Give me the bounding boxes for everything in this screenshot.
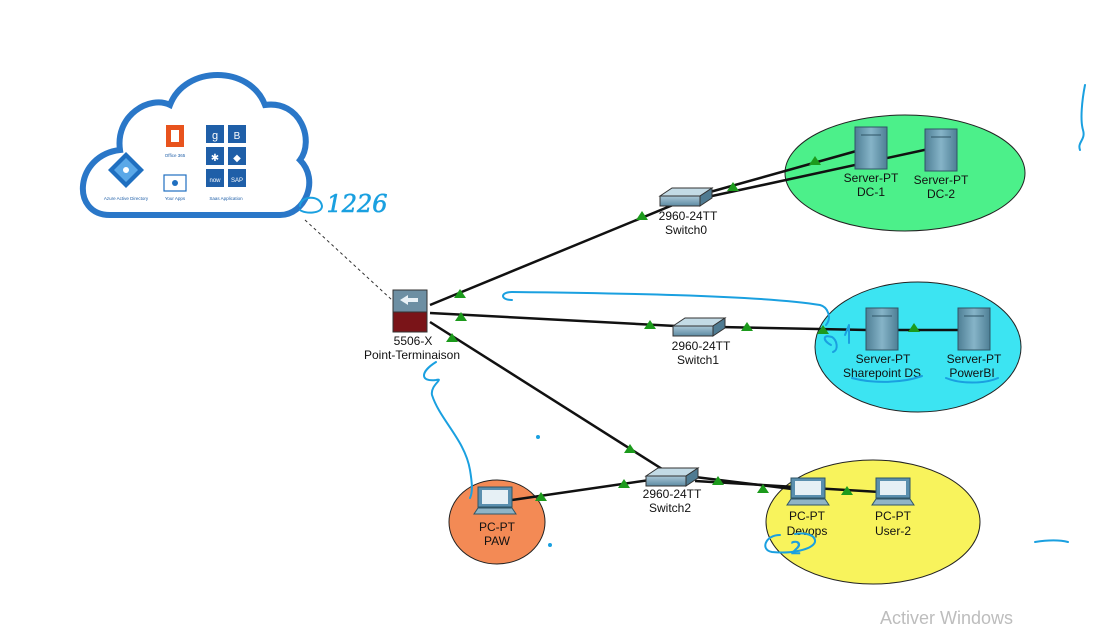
pen-stroke — [423, 361, 473, 499]
switch-icon[interactable] — [671, 317, 727, 337]
pen-annotations: 1226 2 — [299, 84, 1086, 559]
pen-stroke — [764, 532, 817, 554]
sharepoint-name-label: Sharepoint DS — [843, 366, 921, 380]
azure-cloud-icon: Azure Active Directory Office 365 Your A… — [79, 72, 313, 218]
link-paw-switch2 — [511, 478, 651, 502]
link-firewall-switch0 — [429, 198, 686, 307]
link-cloud-firewall — [304, 219, 393, 301]
link-status-indicator — [618, 479, 630, 488]
link-status-indicator — [644, 320, 656, 329]
link-status-indicator — [817, 325, 829, 334]
link-status-indicator — [446, 333, 458, 342]
pen-stroke — [851, 375, 923, 383]
pen-stroke — [299, 196, 323, 214]
dc1-type-label: Server-PT — [844, 171, 899, 185]
your-apps-label: Your Apps — [165, 196, 186, 201]
sharepoint-type-label: Server-PT — [856, 352, 911, 366]
pen-dot — [548, 543, 552, 547]
svg-text:✱: ✱ — [211, 153, 219, 164]
svg-text:B: B — [234, 131, 241, 142]
now-tile-label: now — [209, 178, 221, 184]
user2-type-label: PC-PT — [875, 509, 912, 523]
switch1-name-label: Switch1 — [677, 353, 719, 367]
switch0-name-label: Switch0 — [665, 223, 707, 237]
zone-paw — [448, 479, 546, 565]
pen-stroke — [1034, 539, 1069, 543]
pc-icon[interactable] — [473, 486, 517, 515]
zone-domain-controllers — [784, 114, 1026, 232]
switch-icon[interactable] — [658, 187, 714, 207]
link-status-indicator — [908, 323, 920, 332]
link-switch0-dc2 — [711, 145, 939, 198]
devops-type-label: PC-PT — [789, 509, 826, 523]
link-status-indicator — [741, 322, 753, 331]
dc2-type-label: Server-PT — [914, 173, 969, 187]
office-label: Office 365 — [165, 153, 186, 158]
paw-name-label: PAW — [484, 534, 511, 548]
saas-label: Saas Application — [209, 196, 243, 201]
paw-type-label: PC-PT — [479, 520, 516, 534]
server-icon[interactable] — [924, 128, 958, 172]
link-status-indicator — [454, 289, 466, 298]
dc2-name-label: DC-2 — [927, 187, 955, 201]
pen-stroke — [945, 377, 999, 384]
activate-windows-watermark: Activer Windows — [880, 608, 1014, 628]
dc1-name-label: DC-1 — [857, 185, 885, 199]
sap-tile-label: SAP — [231, 178, 243, 184]
pc-icon[interactable] — [871, 477, 915, 506]
pen-stroke — [844, 324, 850, 344]
firewall-name-label: Point-Terminaison — [364, 348, 460, 362]
svg-text:◆: ◆ — [233, 153, 241, 164]
aad-label: Azure Active Directory — [104, 196, 149, 201]
user2-name-label: User-2 — [875, 524, 911, 538]
switch1-model-label: 2960-24TT — [672, 339, 731, 353]
server-icon[interactable] — [957, 307, 991, 351]
pen-stroke — [1078, 84, 1086, 151]
powerbi-name-label: PowerBI — [949, 366, 994, 380]
server-icon[interactable] — [865, 307, 899, 351]
link-status-indicator — [727, 182, 739, 191]
switch2-model-label: 2960-24TT — [643, 487, 702, 501]
devops-name-label: Devops — [787, 524, 828, 538]
link-status-indicator — [712, 476, 724, 485]
switch2-name-label: Switch2 — [649, 501, 691, 515]
cloud-note-annotation: 1226 — [326, 190, 387, 218]
pen-stroke — [502, 291, 830, 326]
link-status-indicator — [535, 492, 547, 501]
svg-text:g: g — [212, 130, 218, 142]
link-firewall-switch1 — [429, 311, 696, 329]
link-status-indicator — [841, 486, 853, 495]
pen-stroke — [823, 335, 838, 353]
devops-note-annotation: 2 — [790, 538, 801, 559]
switch0-model-label: 2960-24TT — [659, 209, 718, 223]
link-status-indicator — [636, 211, 648, 220]
powerbi-type-label: Server-PT — [947, 352, 1002, 366]
link-status-indicator — [624, 444, 636, 453]
link-status-indicator — [757, 484, 769, 493]
pen-dot — [536, 435, 540, 439]
link-status-indicator — [809, 156, 821, 165]
firewall-model-label: 5506-X — [394, 334, 433, 348]
pc-icon[interactable] — [786, 477, 830, 506]
link-status-indicator — [455, 312, 467, 321]
server-icon[interactable] — [854, 126, 888, 170]
firewall-icon[interactable] — [392, 289, 428, 333]
switch-icon[interactable] — [644, 467, 700, 487]
